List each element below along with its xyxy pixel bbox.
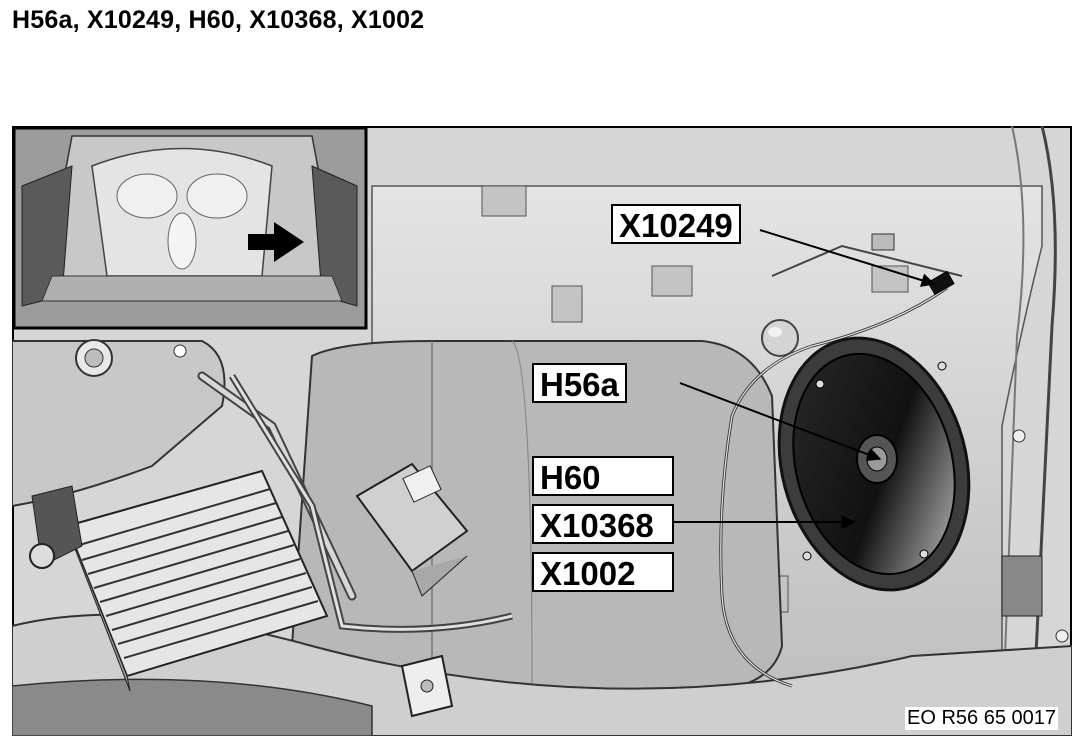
page-title: H56a, X10249, H60, X10368, X1002: [12, 6, 425, 34]
inset-rear-view: [12, 126, 368, 330]
control-unit: [355, 462, 469, 597]
speaker: [777, 336, 971, 592]
vehicle-interior-illustration: [12, 126, 1072, 736]
installation-figure: X10249 H56a H60 X10368 X1002 EO R56 65 0…: [12, 126, 1072, 736]
amplifier-module: [65, 469, 329, 692]
callout-h56a: H56a: [532, 363, 627, 403]
callout-x1002: X1002: [532, 552, 674, 592]
leader-h56a: [679, 382, 882, 462]
callout-h60: H60: [532, 456, 674, 496]
callout-x10249: X10249: [611, 204, 741, 244]
pillar-edge: [1030, 126, 1057, 736]
figure-reference-code: EO R56 65 0017: [905, 707, 1058, 730]
callout-x10368: X10368: [532, 504, 674, 544]
inset-arrow-icon: [248, 222, 304, 262]
connector-x10249-body: [927, 270, 955, 296]
leader-x10249: [759, 229, 936, 287]
